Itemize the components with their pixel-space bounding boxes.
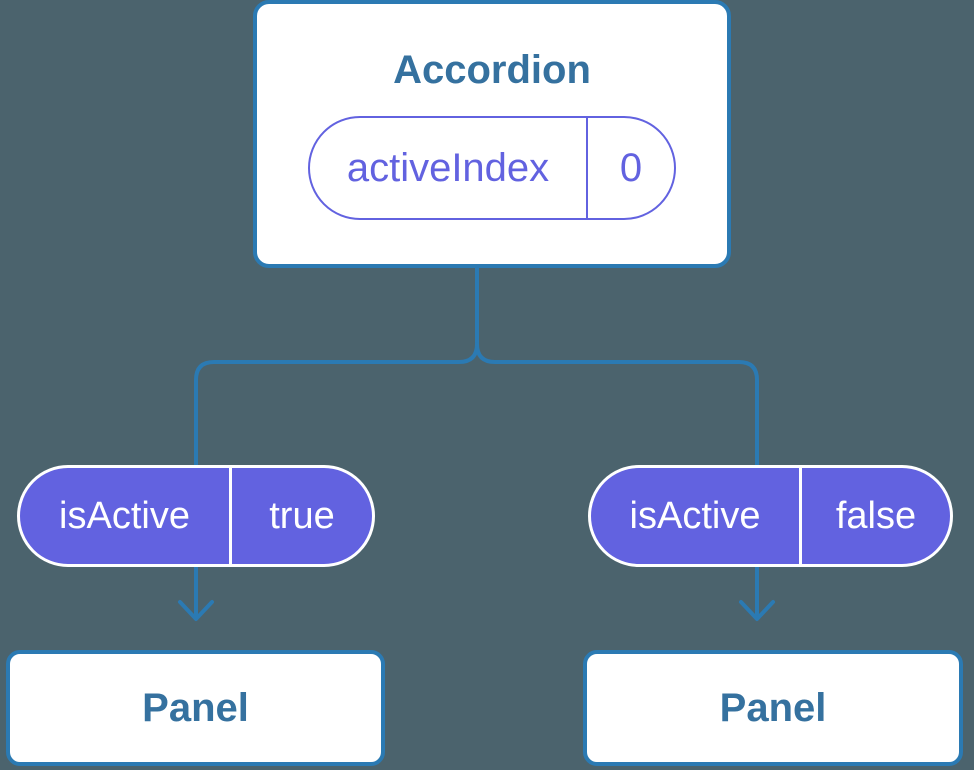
prop-name-left: isActive bbox=[59, 494, 190, 537]
arrow-head-left bbox=[178, 600, 214, 621]
arrow-head-right bbox=[739, 600, 775, 621]
prop-name-right: isActive bbox=[629, 494, 761, 537]
panel-node-right: Panel bbox=[583, 650, 963, 766]
connector-branch-left bbox=[194, 342, 479, 467]
prop-value-right: false bbox=[835, 494, 917, 537]
panel-node-left-title: Panel bbox=[142, 686, 249, 730]
state-pill: activeIndex 0 bbox=[308, 116, 676, 220]
panel-node-right-title: Panel bbox=[719, 686, 827, 730]
prop-value-left: true bbox=[269, 494, 335, 537]
accordion-node: Accordion activeIndex 0 bbox=[253, 0, 731, 268]
state-pill-divider bbox=[586, 118, 588, 218]
prop-pill-left: isActive true bbox=[17, 465, 375, 567]
accordion-node-title: Accordion bbox=[393, 48, 591, 92]
connector-branch-right bbox=[475, 342, 759, 467]
state-name: activeIndex bbox=[346, 145, 550, 190]
prop-pill-right-divider bbox=[799, 468, 802, 564]
prop-pill-left-divider bbox=[229, 468, 232, 564]
prop-pill-right: isActive false bbox=[588, 465, 953, 567]
panel-node-left: Panel bbox=[6, 650, 385, 766]
state-value: 0 bbox=[619, 145, 643, 190]
